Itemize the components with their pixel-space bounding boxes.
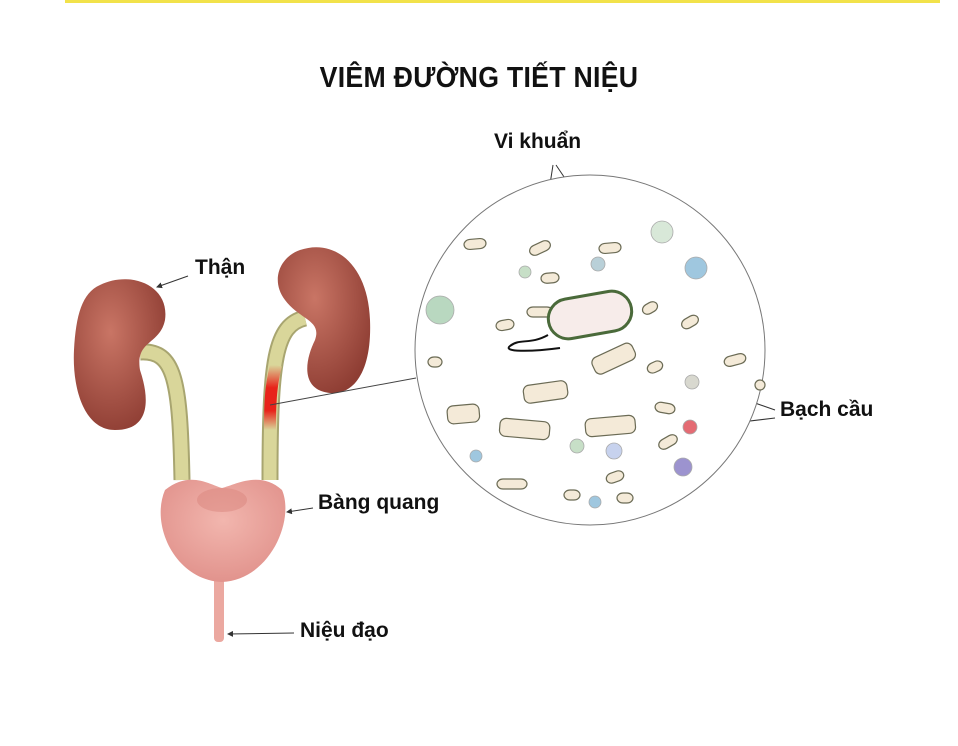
white-blood-cell — [590, 256, 606, 272]
large-bacterium — [546, 289, 634, 341]
page-title: VIÊM ĐƯỜNG TIẾT NIỆU — [319, 62, 639, 94]
label-urethra: Niệu đạo — [300, 619, 389, 642]
bacterium — [540, 272, 560, 284]
bacterium — [646, 360, 664, 374]
bladder-pointer — [286, 507, 314, 515]
bacterium — [427, 356, 443, 368]
bacterium — [591, 342, 637, 375]
magnified-view — [414, 174, 766, 526]
bladder — [160, 479, 286, 582]
bacterium — [446, 403, 481, 425]
bacterium — [598, 241, 622, 255]
bacterium — [654, 401, 676, 415]
bacterium — [529, 240, 551, 256]
white-blood-cell — [569, 438, 585, 454]
left-kidney — [73, 279, 166, 430]
bacterium — [463, 237, 487, 251]
bacterium — [641, 301, 659, 315]
inflammation-spot — [264, 363, 282, 431]
right-kidney — [277, 247, 371, 394]
bacterium — [605, 470, 625, 484]
white-blood-cell — [684, 374, 700, 390]
white-blood-cell — [684, 256, 708, 280]
bacterium — [681, 314, 699, 330]
label-white-blood-cells: Bạch cầu — [780, 398, 874, 421]
urethra-pointer — [227, 630, 295, 637]
white-blood-cell — [588, 495, 602, 509]
white-blood-cell — [469, 449, 483, 463]
white-blood-cell — [518, 265, 532, 279]
bacterium — [563, 489, 581, 501]
bacterium — [584, 414, 637, 438]
zoom-connector — [269, 377, 417, 406]
top-rule — [65, 0, 940, 3]
label-kidney: Thận — [195, 256, 246, 279]
white-blood-cell — [650, 220, 674, 244]
white-blood-cell — [682, 419, 698, 435]
label-bladder: Bàng quang — [318, 491, 440, 514]
white-blood-cell — [605, 442, 623, 460]
bacterium — [522, 380, 569, 404]
flagellum — [507, 334, 561, 352]
white-blood-cell — [673, 457, 693, 477]
bacterium — [498, 417, 551, 441]
white-blood-cell — [425, 295, 455, 325]
microbes-layer — [425, 220, 766, 509]
urethra — [214, 570, 224, 642]
label-bacteria: Vi khuẩn — [494, 130, 582, 153]
bacterium — [496, 478, 528, 490]
kidney-pointer — [156, 275, 189, 289]
bacterium — [658, 434, 678, 450]
bacterium — [616, 492, 634, 504]
bacterium — [495, 318, 515, 332]
bacterium — [723, 353, 747, 367]
bacterium — [754, 379, 766, 391]
